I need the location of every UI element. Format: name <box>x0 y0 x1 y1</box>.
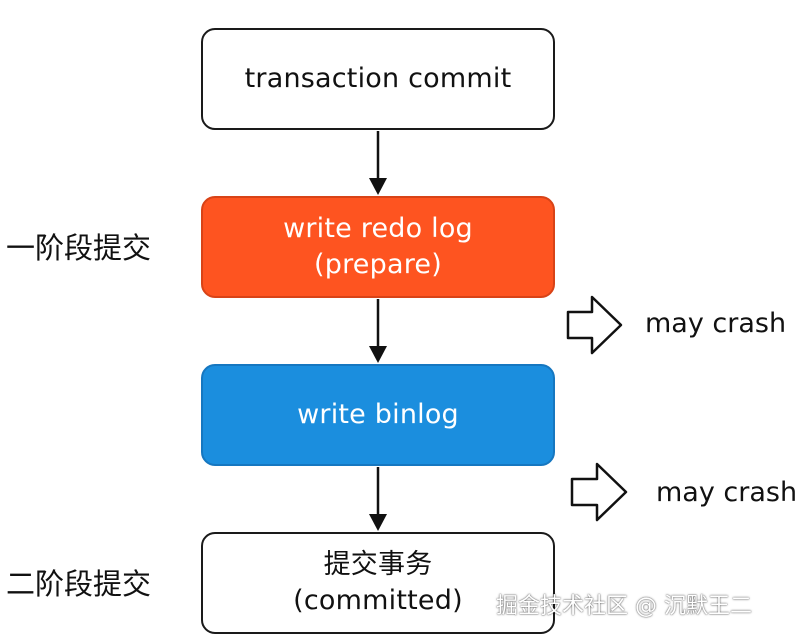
prepare-label: (prepare) <box>314 249 442 280</box>
may-crash-label-2: may crash <box>656 477 798 508</box>
may-crash-label-1: may crash <box>645 308 787 339</box>
transaction-commit-label: transaction commit <box>244 63 512 94</box>
write-redo-log-label: write redo log <box>283 213 473 244</box>
crash-arrow-icon-2 <box>570 462 628 522</box>
commit-transaction-label: 提交事务 <box>323 549 433 580</box>
arrow-binlog-to-committed <box>369 467 387 531</box>
arrow-commit-to-redo <box>369 131 387 195</box>
watermark: 掘金技术社区 @ 沉默王二 <box>496 594 752 619</box>
arrow-redo-to-binlog <box>369 299 387 363</box>
committed-box: 提交事务 (committed) <box>201 532 555 634</box>
phase-one-label: 一阶段提交 <box>6 231 152 265</box>
phase-two-label: 二阶段提交 <box>6 567 152 601</box>
committed-label: (committed) <box>293 585 463 616</box>
crash-arrow-icon-1 <box>566 295 623 355</box>
write-binlog-box: write binlog <box>201 364 555 466</box>
write-binlog-label: write binlog <box>297 399 459 430</box>
write-redo-log-box: write redo log (prepare) <box>201 196 555 298</box>
transaction-commit-box: transaction commit <box>201 28 555 130</box>
